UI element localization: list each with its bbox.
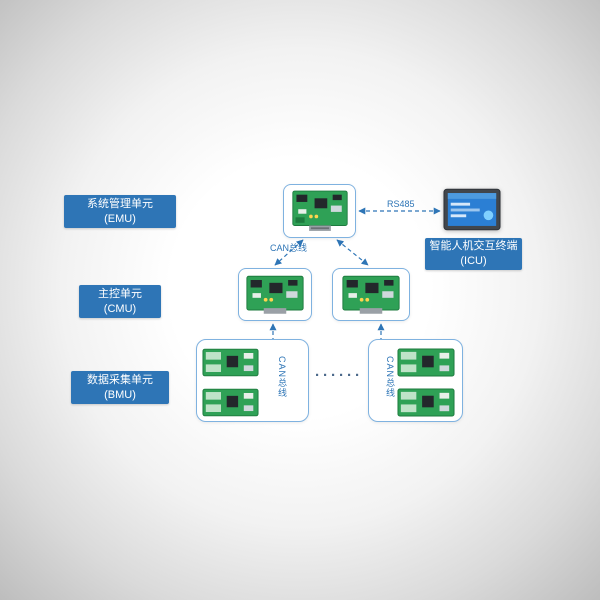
icu-label-line1: 智能人机交互终端 — [429, 240, 518, 252]
bmu-label: 数据采集单元 (BMU) — [71, 371, 169, 404]
pcb-board-icon — [342, 275, 400, 314]
cmu-label-line2: (CMU) — [103, 302, 137, 315]
hmi-monitor-icon — [443, 188, 501, 231]
bmu-group-left — [196, 339, 309, 422]
bmu-label-line2: (BMU) — [104, 388, 136, 401]
bmu-board — [202, 348, 259, 382]
emu-label-line1: 系统管理单元 — [87, 197, 153, 210]
rs485-label: RS485 — [387, 199, 415, 209]
emu-label-line2: (EMU) — [104, 212, 136, 225]
can-bus-top-label: CAN总线 — [270, 243, 308, 253]
can-link-emu-cmu-right — [336, 239, 369, 266]
pcb-board-icon — [246, 275, 304, 314]
bmu-board-icon — [397, 388, 455, 417]
emu-label: 系统管理单元 (EMU) — [64, 195, 176, 228]
bmu-board — [202, 388, 259, 422]
emu-node — [283, 184, 356, 238]
bmu-board — [397, 348, 455, 382]
can-bus-right-label: CAN总线 — [385, 356, 395, 399]
pcb-board-icon — [291, 190, 348, 231]
bmu-board-icon — [202, 388, 259, 417]
cmu-left-node — [238, 268, 312, 321]
bmu-label-line1: 数据采集单元 — [87, 373, 153, 386]
icu-label: 智能人机交互终端 (ICU) — [425, 238, 522, 270]
hmi-terminal — [443, 188, 501, 236]
bmu-board-icon — [202, 348, 259, 377]
bmu-board — [397, 388, 455, 422]
icu-label-line2: (ICU) — [460, 255, 487, 267]
ellipsis-more-units: ······ — [315, 367, 363, 384]
bmu-board-icon — [397, 348, 455, 377]
can-bus-left-label: CAN总线 — [277, 356, 287, 399]
cmu-right-node — [332, 268, 410, 321]
cmu-label: 主控单元 (CMU) — [79, 285, 161, 318]
cmu-label-line1: 主控单元 — [98, 287, 142, 300]
bmu-group-right — [368, 339, 463, 422]
